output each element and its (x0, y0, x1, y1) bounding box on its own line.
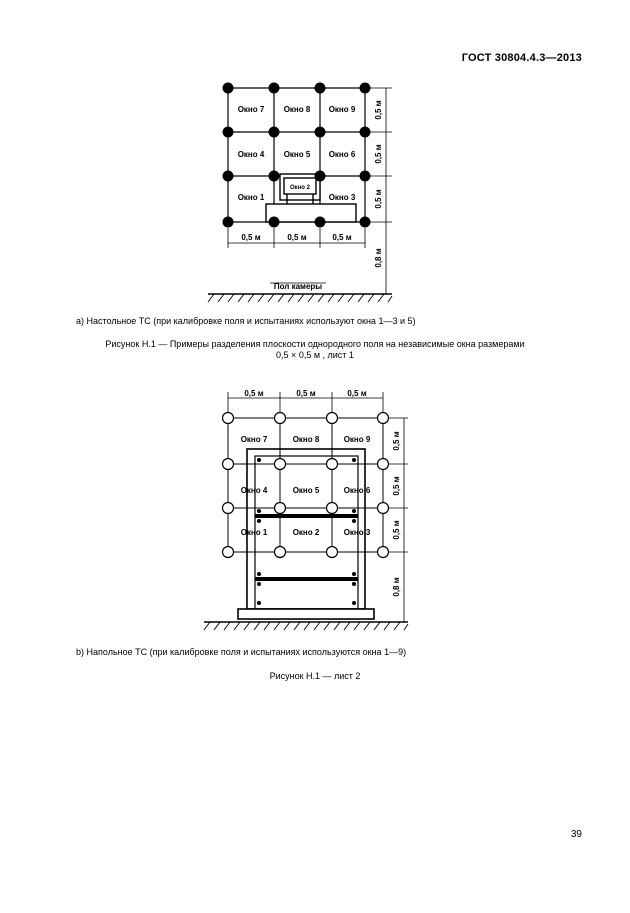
figure-a-horizontal-dimension (227, 228, 366, 248)
figure-a-window-label: Окно 5 (284, 150, 311, 159)
figure-b-sheet-caption: Рисунок Н.1 — лист 2 (269, 671, 361, 681)
figure-title: Рисунок Н.1 — Примеры разделения плоскос… (60, 339, 570, 361)
figure-b-grid (227, 417, 384, 553)
figure-a-height-dimension: 0,5 м (374, 189, 383, 208)
floor-hatching (203, 621, 409, 631)
figure-b-node-points (221, 411, 390, 559)
table-top-eut (265, 173, 357, 223)
figure-a-window-label: Окно 9 (329, 105, 356, 114)
figure-a-window-label: Окно 1 (238, 193, 265, 202)
figure-a-window-label: Окно 7 (238, 105, 265, 114)
figure-a-window-label: Окно 6 (329, 150, 356, 159)
figure-a-height-dimension: 0,5 м (374, 144, 383, 163)
figure-a-window-label: Окно 3 (329, 193, 356, 202)
figure-b-window-label: Окно 8 (293, 435, 320, 444)
figure-b-vertical-dimension (389, 417, 408, 622)
figure-b-height-dimension: 0,5 м (392, 520, 401, 539)
figure-b-width-dimension: 0,5 м (347, 389, 366, 398)
figure-b-height-dimension: 0,5 м (392, 431, 401, 450)
floor-label: Пол камеры (274, 282, 322, 291)
figure-b-horizontal-dimension (227, 392, 384, 412)
figure-a-width-dimension: 0,5 м (287, 233, 306, 242)
figure-a-height-dimension: 0,8 м (374, 248, 383, 267)
page-number: 39 (570, 829, 582, 840)
figure-a-width-dimension: 0,5 м (241, 233, 260, 242)
figure-a-height-dimension: 0,5 м (374, 100, 383, 119)
figure-b-width-dimension: 0,5 м (296, 389, 315, 398)
figure-title-line-2: 0,5 × 0,5 м , лист 1 (276, 350, 354, 360)
figure-b-height-dimension: 0,8 м (392, 577, 401, 596)
figure-b-window-label: Окно 1 (241, 528, 268, 537)
figure-b-caption: b) Напольное ТС (при калибровке поля и и… (76, 647, 407, 657)
figure-b-window-label: Окно 4 (241, 486, 268, 495)
figure-a-diagram: Окно 7 Окно 8 Окно 9 Окно 4 Окно 5 Окно … (207, 82, 393, 302)
floor-hatching (207, 293, 393, 302)
figure-b-window-label: Окно 9 (344, 435, 371, 444)
figure-b-diagram: 0,5 м 0,5 м 0,5 м Окно 7 (203, 389, 409, 631)
figure-b-height-dimension: 0,5 м (392, 476, 401, 495)
figure-title-line-1: Рисунок Н.1 — Примеры разделения плоскос… (105, 339, 525, 349)
figure-b-window-label: Окно 6 (344, 486, 371, 495)
figure-b-window-label: Окно 3 (344, 528, 371, 537)
figure-a-vertical-dimension (370, 87, 392, 294)
standard-header: ГОСТ 30804.4.3—2013 (461, 52, 582, 64)
figure-a-node-points (222, 82, 371, 228)
figure-b-window-label: Окно 7 (241, 435, 268, 444)
figure-a-device-window-label: Окно 2 (290, 185, 311, 191)
floor-standing-eut (237, 448, 375, 620)
figure-b-window-label: Окно 5 (293, 486, 320, 495)
figure-a-caption: а) Настольное ТС (при калибровке поля и … (76, 316, 416, 326)
figure-a-window-label: Окно 4 (238, 150, 265, 159)
figure-b-window-label: Окно 2 (293, 528, 320, 537)
figure-a-window-label: Окно 8 (284, 105, 311, 114)
figure-a-width-dimension: 0,5 м (332, 233, 351, 242)
figure-b-width-dimension: 0,5 м (244, 389, 263, 398)
cabinet-mounting-points (257, 458, 356, 605)
